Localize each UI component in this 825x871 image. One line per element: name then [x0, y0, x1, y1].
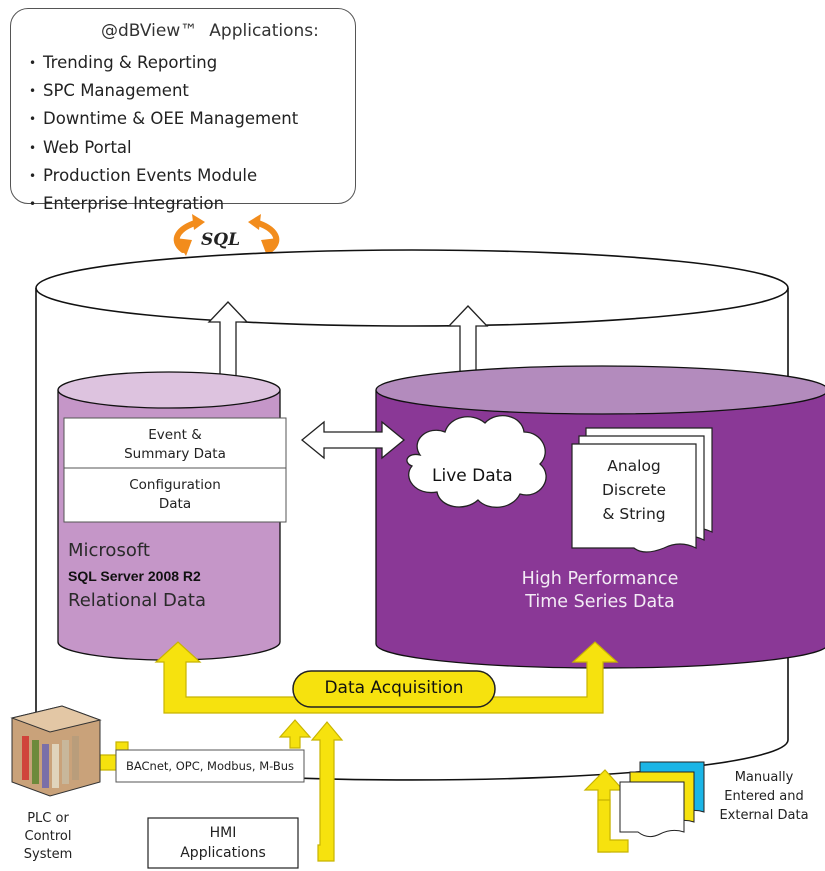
- vendor-label: Microsoft: [68, 540, 150, 561]
- data-acquisition-label: Data Acquisition: [324, 678, 464, 698]
- list-item: Trending & Reporting: [29, 49, 298, 77]
- list-item: Enterprise Integration: [29, 190, 298, 218]
- manual-data-line: Entered and: [724, 789, 804, 804]
- plc-rack-icon: [10, 705, 102, 797]
- configuration-label: Configuration Data: [64, 476, 286, 514]
- event-summary-line: Event &: [148, 427, 202, 443]
- bidirectional-arrow: [300, 420, 406, 460]
- list-item: SPC Management: [29, 77, 298, 105]
- protocol-box: [115, 749, 305, 783]
- manual-data-line: Manually: [734, 770, 794, 785]
- doc-line: Discrete: [601, 481, 667, 499]
- product-label: SQL Server 2008 R2: [68, 568, 201, 584]
- document-stack-icon: [571, 427, 713, 553]
- list-item: Production Events Module: [29, 162, 298, 190]
- live-data-label: Live Data: [432, 466, 513, 486]
- brand-name: @dBView™: [101, 21, 198, 41]
- plc-label-line: System: [23, 847, 73, 862]
- applications-heading: Applications:: [209, 21, 319, 41]
- external-docs-icon: [619, 761, 705, 838]
- doc-line: & String: [602, 505, 666, 523]
- configuration-line: Data: [158, 496, 192, 512]
- manual-data-label: Manually Entered and External Data: [712, 768, 816, 825]
- timeseries-title-line: High Performance: [521, 569, 679, 589]
- applications-list: Trending & Reporting SPC Management Down…: [29, 49, 298, 218]
- plc-label-line: PLC or: [27, 811, 69, 826]
- applications-panel: @dBView™ Applications: Trending & Reporti…: [10, 8, 356, 213]
- sql-label: SQL: [201, 230, 241, 250]
- plc-label: PLC or Control System: [10, 810, 86, 864]
- configuration-line: Configuration: [129, 477, 221, 493]
- data-acquisition-pill: [292, 670, 496, 708]
- timeseries-title: High Performance Time Series Data: [490, 568, 710, 614]
- hmi-label-line: HMI: [209, 825, 237, 841]
- timeseries-title-line: Time Series Data: [525, 592, 675, 612]
- hmi-label: HMI Applications: [148, 823, 298, 863]
- applications-title: @dBView™ Applications:: [101, 21, 319, 41]
- event-summary-line: Summary Data: [124, 446, 226, 462]
- relational-data-label: Relational Data: [68, 590, 207, 611]
- doc-stack-label: Analog Discrete & String: [572, 454, 696, 526]
- hmi-box: [147, 817, 299, 869]
- list-item: Web Portal: [29, 134, 298, 162]
- event-summary-label: Event & Summary Data: [64, 426, 286, 464]
- protocols-label: BACnet, OPC, Modbus, M-Bus: [125, 759, 295, 773]
- plc-label-line: Control: [24, 829, 72, 844]
- relational-content-box: [63, 417, 287, 523]
- manual-data-line: External Data: [719, 808, 809, 823]
- hmi-label-line: Applications: [180, 845, 266, 861]
- doc-line: Analog: [607, 457, 661, 475]
- list-item: Downtime & OEE Management: [29, 105, 298, 133]
- live-data-cloud-icon: [406, 415, 547, 508]
